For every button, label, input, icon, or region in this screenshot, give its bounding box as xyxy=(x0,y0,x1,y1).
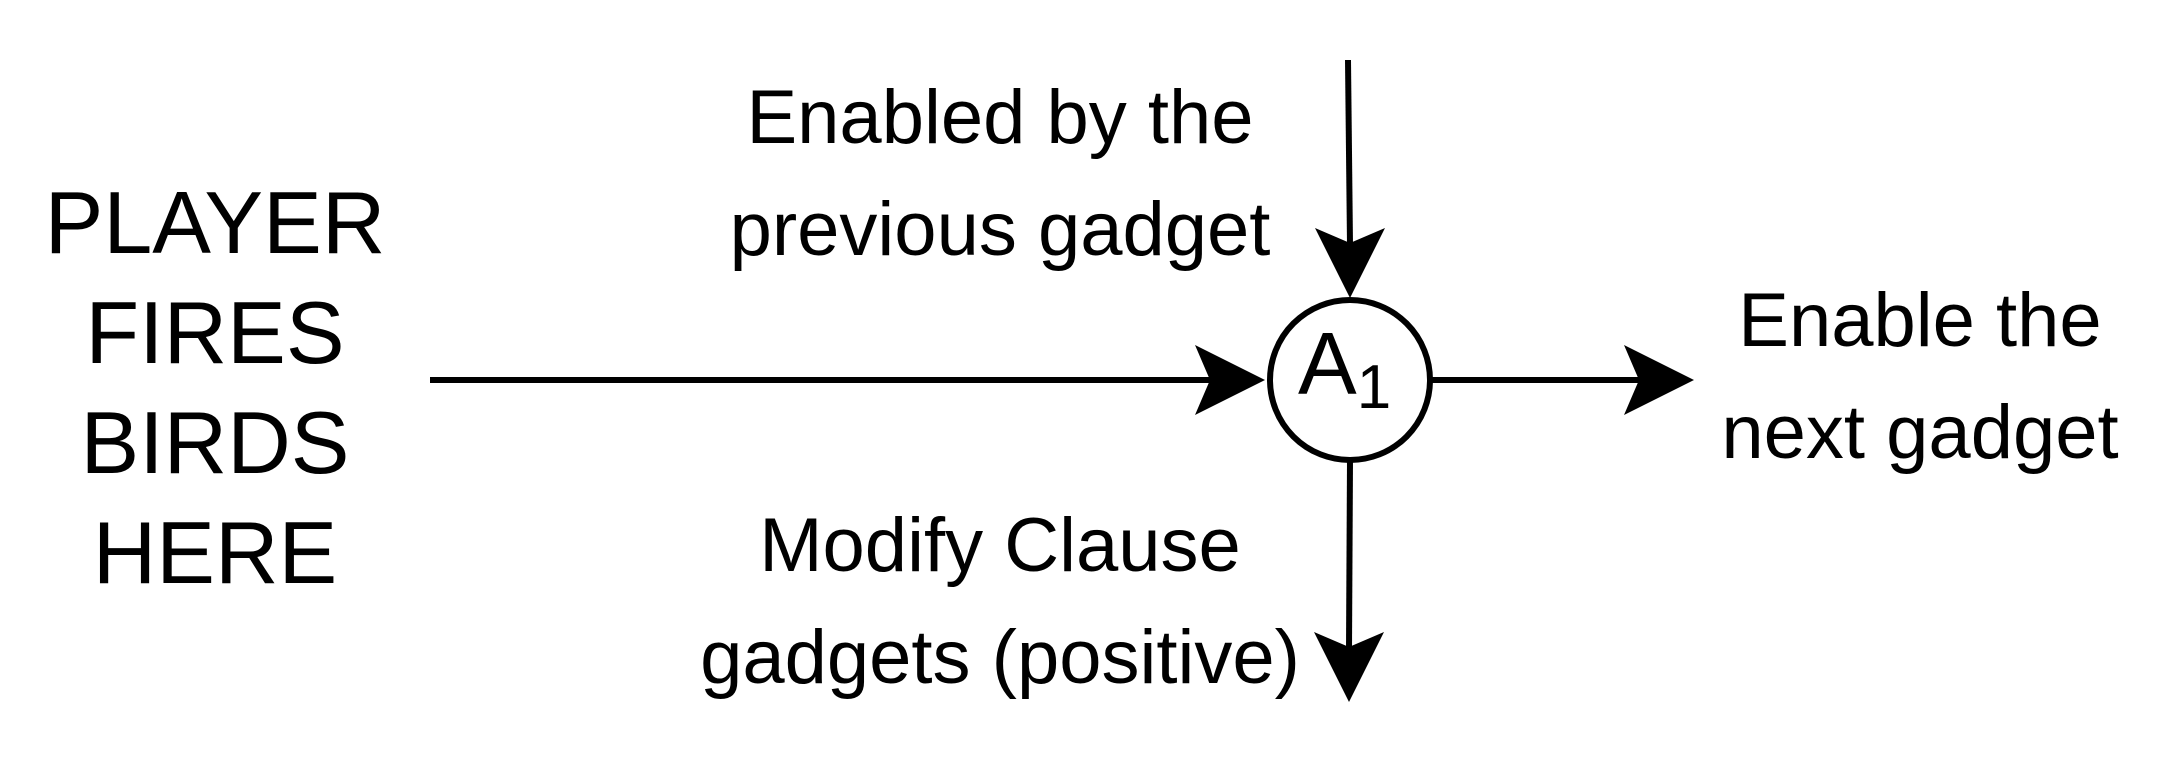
modify-label-line: Modify Clause xyxy=(759,503,1241,588)
source-label-line: BIRDS xyxy=(80,393,350,492)
input-label-line: Enabled by the xyxy=(746,75,1254,160)
input-label: Enabled by the previous gadget xyxy=(600,62,1400,286)
modify-label-line: gadgets (positive) xyxy=(700,615,1300,700)
input-label-line: previous gadget xyxy=(729,187,1271,272)
node-label: A1 xyxy=(1298,320,1391,419)
input-arrow-line xyxy=(1345,59,1353,246)
input-arrow-head xyxy=(1315,228,1385,298)
output-arrow-head xyxy=(1624,345,1694,415)
output-label: Enable the next gadget xyxy=(1620,265,2176,489)
output-label-line: Enable the xyxy=(1738,278,2102,363)
source-label-line: HERE xyxy=(92,503,338,602)
source-label-line: PLAYER xyxy=(44,173,386,272)
source-label-line: FIRES xyxy=(85,283,345,382)
node-main: A xyxy=(1298,314,1357,413)
player-arrow-head xyxy=(1195,345,1265,415)
output-label-line: next gadget xyxy=(1721,390,2119,475)
modify-label: Modify Clause gadgets (positive) xyxy=(600,490,1400,714)
node-subscript: 1 xyxy=(1356,353,1392,422)
source-label: PLAYER FIRES BIRDS HERE xyxy=(0,168,430,608)
modify-arrow-head xyxy=(1314,632,1384,702)
modify-arrow-line xyxy=(1346,459,1353,651)
